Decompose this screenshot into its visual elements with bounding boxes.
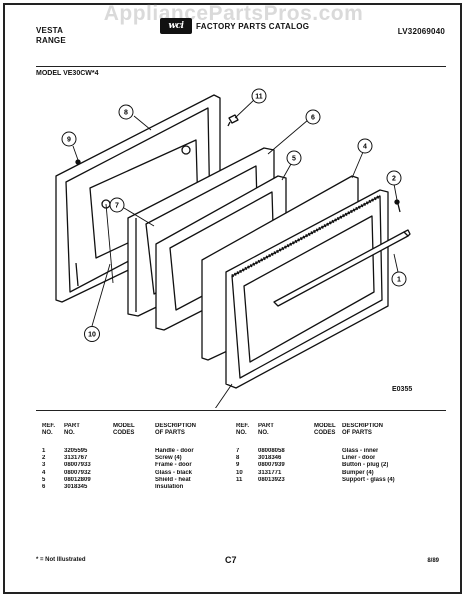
callout-9: 9 <box>61 131 77 147</box>
table-divider <box>36 410 446 411</box>
svg-text:6: 6 <box>311 115 315 122</box>
header-divider <box>36 66 446 67</box>
product-type: RANGE <box>36 36 66 45</box>
callout-1: 1 <box>391 271 407 287</box>
brand-block: VESTA RANGE <box>36 26 66 46</box>
svg-text:11: 11 <box>255 94 263 101</box>
diagram-code: E0355 <box>392 386 413 393</box>
door-handle-drawing <box>273 229 411 307</box>
callout-8: 8 <box>118 104 134 120</box>
catalog-number: LV32069040 <box>397 27 445 36</box>
svg-text:2: 2 <box>392 176 396 183</box>
callout-7: 7 <box>109 197 125 213</box>
page-number: C7 <box>225 555 237 565</box>
catalog-title: FACTORY PARTS CATALOG <box>196 21 310 31</box>
callout-2: 2 <box>386 170 402 186</box>
ref-no-header: REF.NO. <box>236 423 250 437</box>
catalog-header: wci FACTORY PARTS CATALOG <box>160 18 309 34</box>
callout-11: 11 <box>251 88 267 104</box>
callout-5: 5 <box>286 150 302 166</box>
callout-6: 6 <box>305 109 321 125</box>
catalog-date: 8/89 <box>427 558 439 564</box>
svg-text:9: 9 <box>67 137 71 144</box>
svg-text:4: 4 <box>363 144 367 151</box>
door-frame-drawing <box>225 189 411 389</box>
exploded-diagram: 8 11 9 6 5 7 4 2 <box>55 88 411 408</box>
svg-text:5: 5 <box>292 156 296 163</box>
model-label: MODEL VE30CW*4 <box>36 70 99 77</box>
wci-logo: wci <box>160 18 192 34</box>
svg-text:8: 8 <box>124 110 128 117</box>
callout-10: 10 <box>84 326 100 342</box>
svg-text:10: 10 <box>88 332 96 339</box>
screw-drawing <box>394 199 401 213</box>
ref-no-header: REF.NO. <box>42 423 56 437</box>
svg-text:7: 7 <box>115 203 119 210</box>
svg-text:1: 1 <box>397 277 401 284</box>
callout-4: 4 <box>357 138 373 154</box>
footnote: * = Not Illustrated <box>36 557 86 563</box>
brand-name: VESTA <box>36 26 64 35</box>
